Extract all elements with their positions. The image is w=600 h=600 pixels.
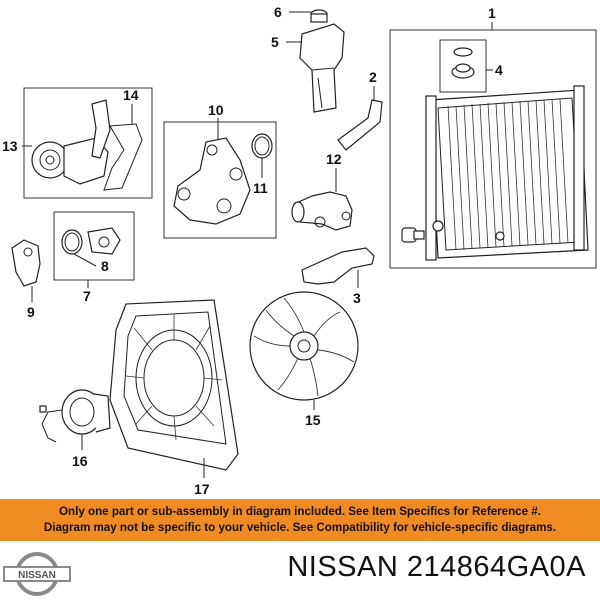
callout-12: 12 bbox=[326, 151, 342, 167]
part-number-title: NISSAN 214864GA0A bbox=[287, 551, 586, 583]
callout-1: 1 bbox=[488, 5, 496, 21]
thermostat-cover bbox=[11, 239, 41, 287]
cap-group-box bbox=[439, 39, 487, 93]
callout-16: 16 bbox=[72, 453, 88, 469]
radiator-cap bbox=[451, 47, 475, 79]
callout-10: 10 bbox=[208, 102, 224, 118]
fan-blade bbox=[249, 291, 359, 401]
housing-o-ring bbox=[251, 133, 273, 159]
radiator bbox=[425, 85, 589, 261]
thermostat bbox=[61, 227, 121, 255]
callout-8: 8 bbox=[101, 258, 109, 274]
callout-11: 11 bbox=[253, 180, 268, 196]
water-pump bbox=[31, 99, 111, 185]
callout-13: 13 bbox=[2, 138, 18, 154]
radiator-group-box bbox=[389, 29, 597, 269]
disclaimer-line-2: Diagram may not be specific to your vehi… bbox=[43, 521, 557, 534]
svg-text:NISSAN: NISSAN bbox=[18, 570, 56, 581]
disclaimer-line-1: Only one part or sub-assembly in diagram… bbox=[59, 505, 541, 518]
leader-8 bbox=[73, 253, 97, 267]
callout-9: 9 bbox=[27, 304, 35, 320]
pump-gasket bbox=[103, 123, 143, 191]
callout-14: 14 bbox=[123, 87, 139, 103]
reservoir-cap bbox=[310, 9, 328, 23]
water-outlet-housing bbox=[173, 137, 251, 225]
radiator-drain-plug bbox=[401, 227, 425, 243]
pump-group-box bbox=[23, 87, 153, 199]
disclaimer-banner: Only one part or sub-assembly in diagram… bbox=[0, 499, 600, 541]
lower-hose bbox=[301, 247, 375, 285]
coolant-reservoir bbox=[299, 23, 345, 113]
callout-7: 7 bbox=[83, 288, 91, 304]
callout-5: 5 bbox=[271, 34, 279, 50]
callout-3: 3 bbox=[353, 290, 361, 306]
callout-15: 15 bbox=[305, 412, 321, 428]
upper-hose bbox=[337, 99, 383, 151]
fan-shroud bbox=[109, 299, 239, 471]
nissan-logo: NISSAN bbox=[3, 552, 71, 596]
bypass-fitting bbox=[291, 191, 353, 231]
callout-2: 2 bbox=[369, 69, 377, 85]
callout-4: 4 bbox=[495, 62, 503, 78]
fan-motor bbox=[39, 389, 111, 443]
callout-6: 6 bbox=[274, 4, 282, 20]
callout-17: 17 bbox=[194, 481, 210, 497]
thermostat-group-box bbox=[53, 211, 135, 281]
housing-group-box bbox=[163, 121, 277, 239]
